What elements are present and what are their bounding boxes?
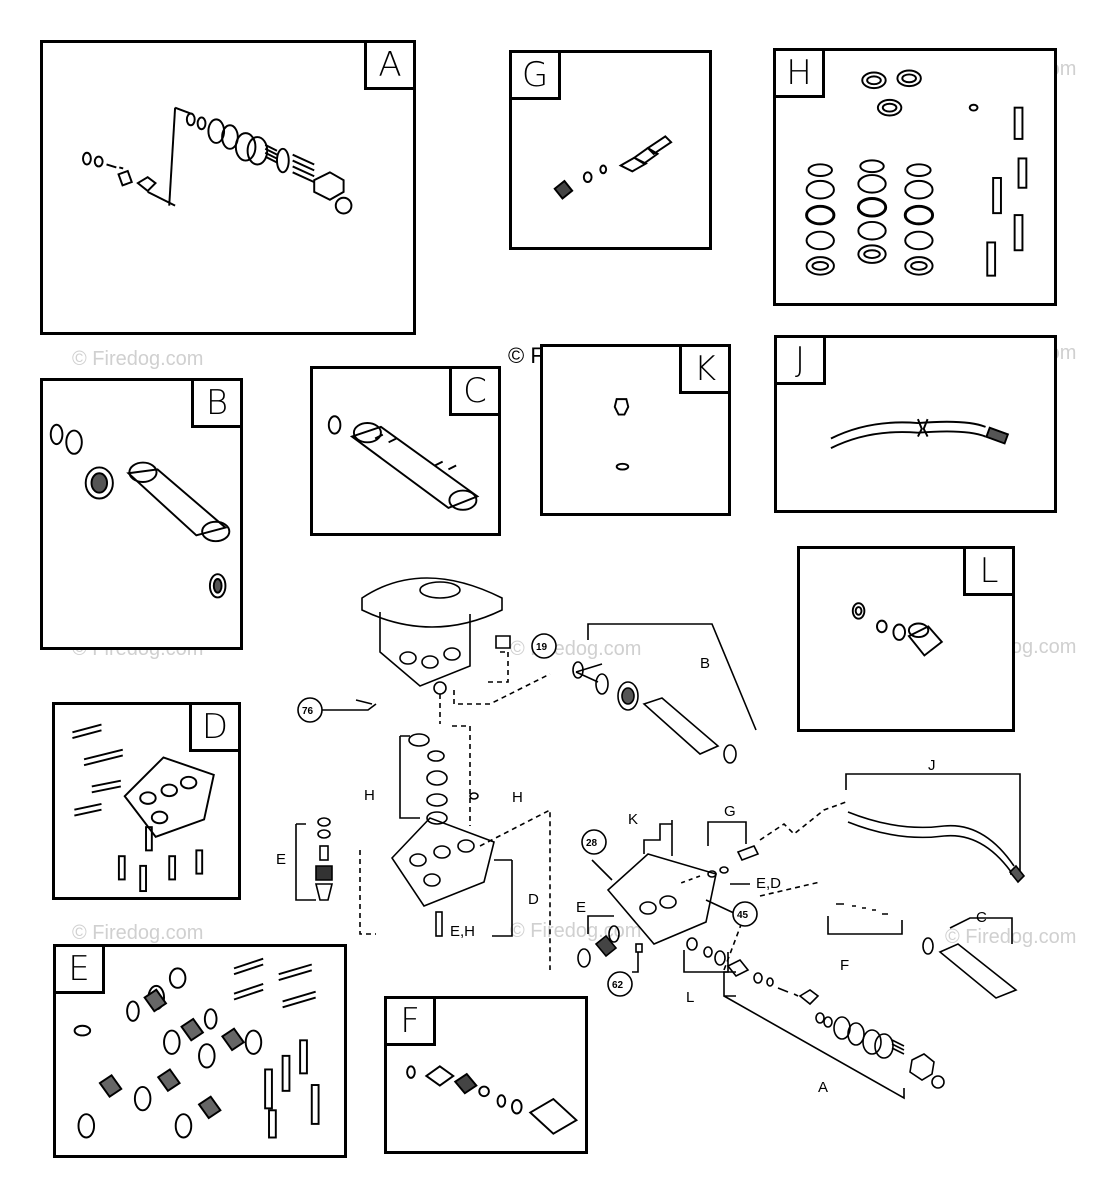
inlet-parts-drawing bbox=[49, 423, 231, 599]
check-valve-kit-drawing bbox=[73, 957, 320, 1139]
panel-j: J bbox=[774, 335, 1057, 513]
callout-19 bbox=[531, 633, 557, 659]
panel-label-h: H bbox=[773, 48, 825, 98]
panel-f: F bbox=[384, 996, 588, 1154]
panel-a: A bbox=[40, 40, 416, 335]
assembly-label-h-right: H bbox=[512, 789, 523, 806]
manifold-parts-drawing bbox=[72, 723, 215, 893]
callout-28-label: 28 bbox=[586, 838, 598, 849]
nozzle-parts-drawing bbox=[553, 135, 673, 200]
panel-l: L bbox=[797, 546, 1015, 732]
panel-label-l: L bbox=[963, 546, 1015, 596]
callout-45-label: 45 bbox=[737, 910, 749, 921]
assembly-label-h-left: H bbox=[364, 787, 375, 804]
assembly-label-l: L bbox=[686, 989, 694, 1006]
panel-g: G bbox=[509, 50, 712, 250]
assembly-label-e-left: E bbox=[276, 851, 286, 868]
panel-c: C bbox=[310, 366, 501, 536]
panel-label-d: D bbox=[189, 702, 241, 752]
assembly-label-j: J bbox=[928, 757, 936, 774]
callout-19-label: 19 bbox=[536, 642, 548, 653]
panel-label-e: E bbox=[53, 944, 105, 994]
panel-label-a: A bbox=[364, 40, 416, 90]
assembly-label-d: D bbox=[528, 891, 539, 908]
valve-parts-drawing bbox=[406, 1065, 579, 1135]
hose-drawing bbox=[830, 418, 1010, 450]
watermark: © Firedog.com bbox=[72, 348, 204, 370]
watermark: © Firedog.com bbox=[945, 926, 1077, 948]
callout-62 bbox=[607, 971, 633, 997]
check-valve-parts-drawing bbox=[851, 602, 944, 657]
panel-label-g: G bbox=[509, 50, 561, 100]
seal-kit-drawing bbox=[805, 69, 1028, 277]
pump-flange bbox=[361, 577, 503, 628]
assembly-label-a: A bbox=[818, 1079, 828, 1096]
panel-label-c: C bbox=[449, 366, 501, 416]
callout-62-label: 62 bbox=[612, 980, 624, 991]
unloader-valve-parts-drawing bbox=[82, 106, 353, 215]
panel-label-k: K bbox=[679, 344, 731, 394]
watermark: © Firedog.com bbox=[72, 922, 204, 944]
plug-parts-drawing bbox=[613, 398, 630, 471]
assembly-label-e-h: E,H bbox=[450, 923, 475, 940]
panel-label-f: F bbox=[384, 996, 436, 1046]
callout-28 bbox=[581, 829, 607, 855]
panel-k: K bbox=[540, 344, 731, 516]
callout-76 bbox=[297, 697, 323, 723]
panel-e: E bbox=[53, 944, 347, 1158]
panel-b: B bbox=[40, 378, 243, 650]
callout-45 bbox=[732, 901, 758, 927]
panel-label-b: B bbox=[191, 378, 243, 428]
panel-d: D bbox=[52, 702, 241, 900]
pump-body bbox=[379, 612, 471, 687]
assembly-label-b: B bbox=[700, 655, 710, 672]
panel-label-j: J bbox=[774, 335, 826, 385]
assembly-label-e-d: E,D bbox=[756, 875, 781, 892]
panel-h: H bbox=[773, 48, 1057, 306]
assembly-label-c: C bbox=[976, 909, 987, 926]
assembly-label-g: G bbox=[724, 803, 736, 820]
assembly-label-e-mid: E bbox=[576, 899, 586, 916]
assembly-label-k: K bbox=[628, 811, 638, 828]
outlet-parts-drawing bbox=[327, 415, 480, 511]
assembly-label-f: F bbox=[840, 957, 849, 974]
callout-76-label: 76 bbox=[302, 706, 314, 717]
